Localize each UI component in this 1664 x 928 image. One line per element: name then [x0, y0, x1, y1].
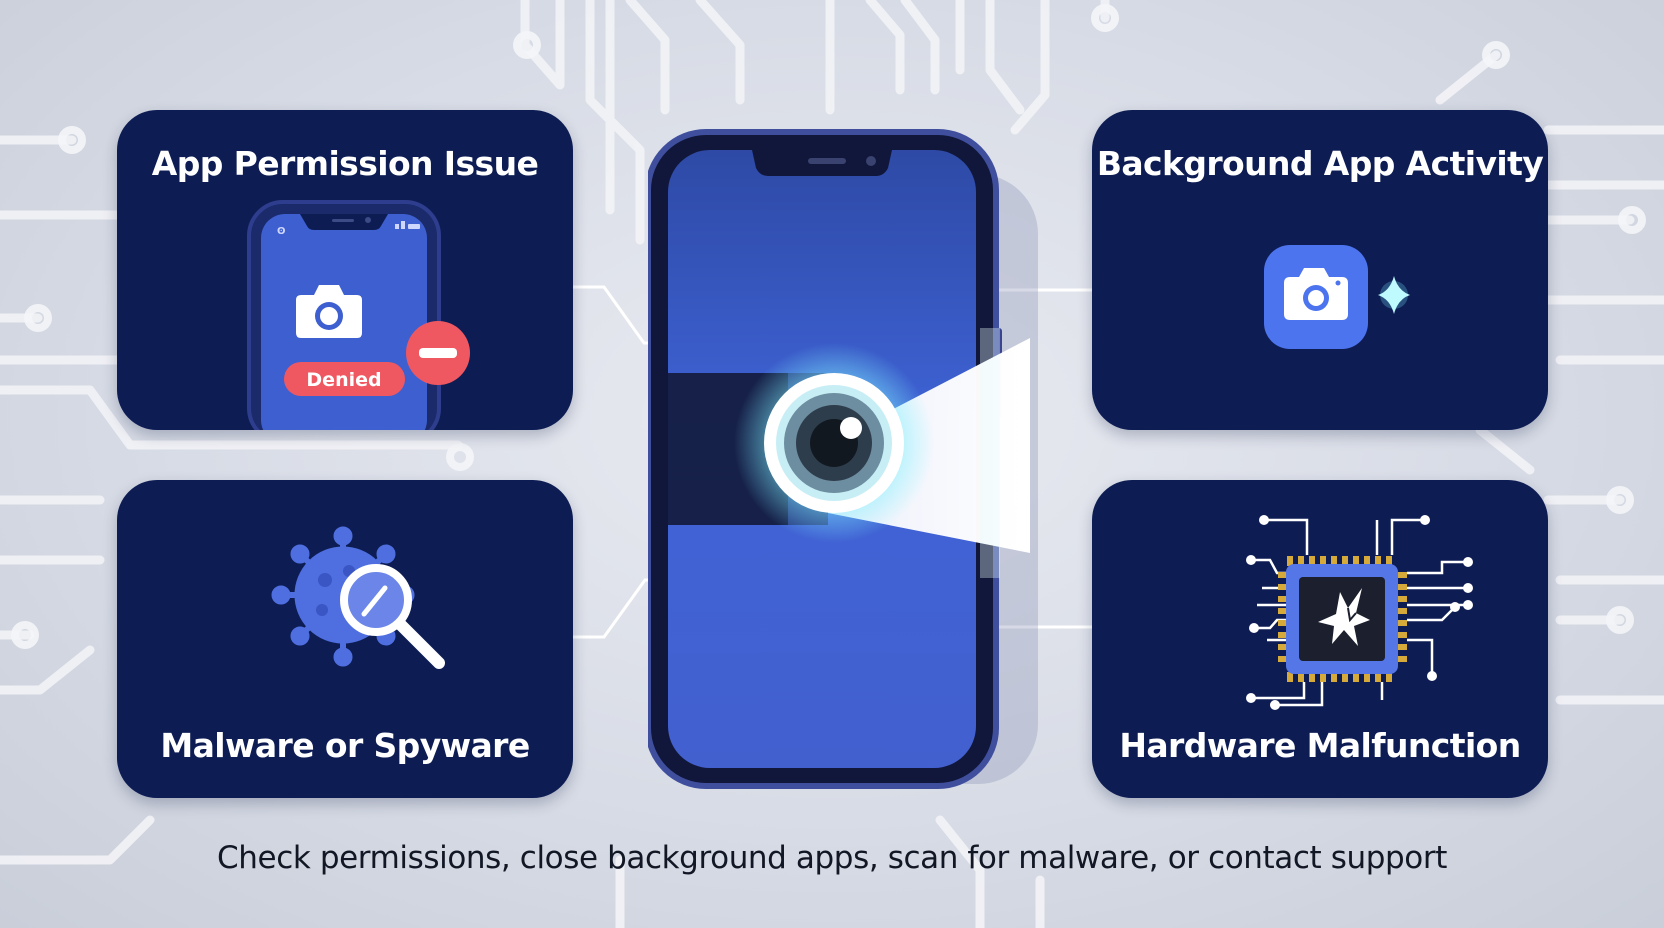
card-title-hardware: Hardware Malfunction: [1119, 726, 1521, 765]
card-hardware-malfunction: Hardware Malfunction: [1092, 480, 1548, 798]
camera-lens-icon: [764, 373, 904, 513]
footer-tip: Check permissions, close background apps…: [217, 840, 1447, 876]
blocked-icon: [406, 321, 470, 385]
card-background-app-activity: Background App Activity: [1092, 110, 1548, 430]
card-title-permission: App Permission Issue: [151, 144, 539, 183]
camera-app-icon: [1264, 245, 1368, 349]
magnifier-icon: [340, 564, 445, 669]
card-title-malware: Malware or Spyware: [160, 726, 530, 765]
denied-badge: Denied: [284, 362, 405, 396]
chip-circuit-traces: [1254, 518, 1465, 707]
denied-label: Denied: [306, 369, 381, 391]
activity-sparkle-icon: [1378, 276, 1410, 314]
svg-text:ʘ: ʘ: [277, 226, 286, 237]
card-app-permission-issue: App Permission Issue ʘ Denied: [117, 110, 573, 430]
card-title-background: Background App Activity: [1096, 144, 1544, 183]
card-malware-or-spyware: Malware or Spyware: [117, 480, 573, 798]
camera-icon: [296, 285, 362, 338]
chip-trace-dots: [1246, 515, 1473, 710]
central-phone-illustration: [648, 129, 1038, 789]
chip-icon: [1278, 556, 1407, 682]
